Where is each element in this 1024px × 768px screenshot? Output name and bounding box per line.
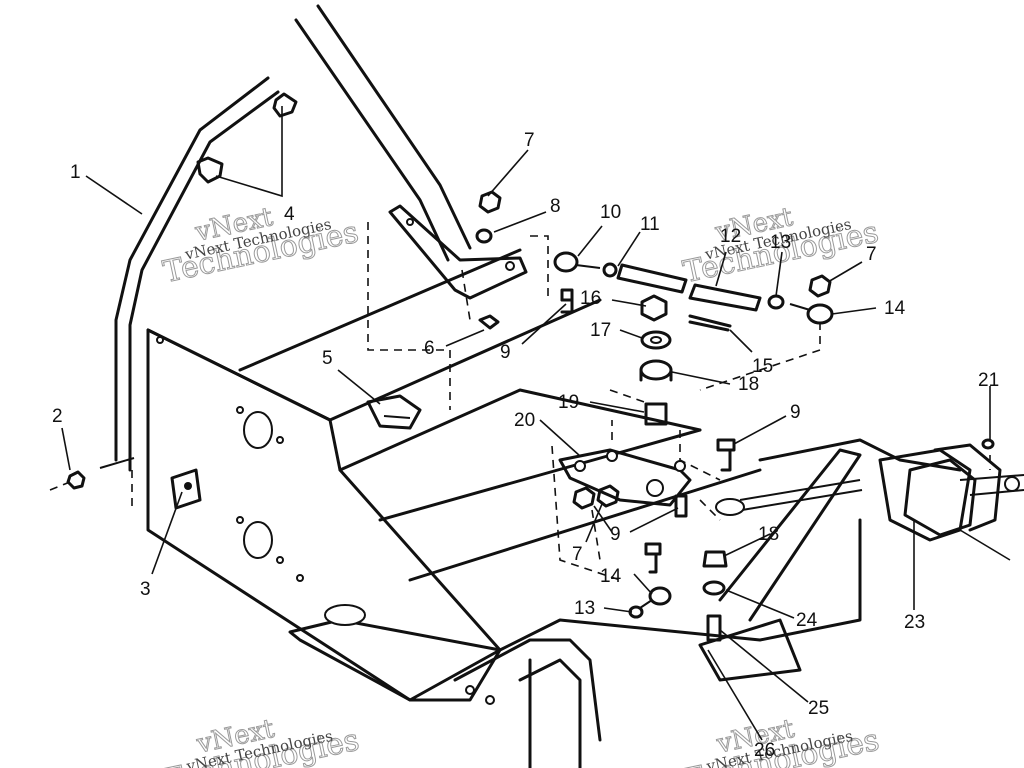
callout-18-top: 18 — [738, 374, 759, 395]
bolt-9-mid — [674, 494, 688, 518]
washer-17 — [640, 330, 672, 350]
callout-16: 16 — [580, 288, 601, 309]
callout-24: 24 — [796, 610, 818, 631]
callout-2: 2 — [52, 406, 63, 427]
watermark-bottom-left: vNext Technologies vNext Technologies — [160, 713, 362, 768]
handle-tube — [99, 76, 280, 472]
callout-10: 10 — [600, 202, 621, 223]
callout-9-top: 9 — [500, 342, 511, 363]
lower-bracket — [453, 638, 602, 768]
tube-12-left — [616, 263, 688, 294]
callout-14-top: 14 — [884, 298, 906, 319]
plate-5 — [366, 394, 422, 430]
callout-12: 12 — [720, 226, 741, 247]
nut-21 — [981, 438, 995, 450]
callout-18-lower: 18 — [758, 524, 779, 545]
cotter-pin-15 — [688, 314, 732, 332]
callout-7-top: 7 — [524, 130, 535, 151]
callout-13-lower: 13 — [574, 598, 595, 619]
callout-11: 11 — [640, 214, 660, 235]
callout-7-right: 7 — [866, 244, 877, 265]
watermark-bottom-right: vNext Technologies vNext Technologies — [680, 713, 882, 768]
nut-16 — [640, 294, 668, 322]
callout-26: 26 — [754, 740, 775, 761]
callout-labels: 1 2 3 4 5 6 7 8 10 11 12 13 7 14 15 16 1… — [52, 130, 999, 761]
leader-lines — [61, 106, 1011, 741]
callout-19: 19 — [558, 392, 579, 413]
callout-13-top: 13 — [770, 232, 791, 253]
rod-end-14-lower — [639, 586, 672, 609]
callout-6: 6 — [424, 338, 435, 359]
callout-9-lower: 9 — [610, 524, 621, 545]
callout-14-lower: 14 — [600, 566, 622, 587]
rod-end-10 — [553, 251, 601, 273]
callout-15: 15 — [752, 356, 773, 377]
bolt-3 — [170, 468, 202, 510]
callout-7-lower: 7 — [572, 544, 583, 565]
nut-7-right — [808, 274, 832, 298]
spacer-19 — [644, 402, 668, 426]
bushing-18-top — [639, 359, 673, 382]
bolt-9-lower — [644, 542, 662, 574]
pivot-plate — [558, 448, 692, 507]
callout-5: 5 — [322, 348, 333, 369]
clevis-pin-6 — [478, 314, 500, 330]
clip-lower — [196, 156, 224, 184]
bushing-18-lower — [702, 550, 728, 568]
main-frame — [146, 248, 862, 702]
assembly-lines — [49, 222, 991, 581]
washer-8 — [475, 228, 493, 244]
tube-12-right — [688, 283, 762, 312]
callout-25: 25 — [808, 698, 829, 719]
nut-11 — [602, 262, 618, 278]
callout-17: 17 — [590, 320, 611, 341]
right-arm — [698, 438, 1024, 682]
bolt-9-right — [716, 438, 736, 472]
callout-3: 3 — [140, 579, 151, 600]
nut-13-top — [767, 294, 785, 310]
bolt-9-top — [560, 288, 574, 314]
clip-upper — [272, 92, 298, 118]
nut-7-lower-b — [596, 484, 620, 508]
nut-7-top — [478, 190, 502, 214]
callout-8: 8 — [550, 196, 561, 217]
nut-7-lower-a — [572, 486, 596, 510]
callout-20: 20 — [514, 410, 535, 431]
lever-arm — [294, 4, 528, 300]
callout-21: 21 — [978, 370, 999, 391]
callout-1: 1 — [70, 162, 81, 183]
link-rod — [715, 479, 863, 516]
callout-4: 4 — [284, 204, 295, 225]
callout-23: 23 — [904, 612, 925, 633]
callout-9-right: 9 — [790, 402, 801, 423]
bolt-25 — [706, 614, 722, 642]
washer-24 — [702, 580, 726, 596]
nut-2 — [66, 470, 86, 490]
watermark-top-left: vNext Technologies vNext Technologies — [160, 202, 362, 291]
rod-end-14-top — [789, 303, 834, 325]
